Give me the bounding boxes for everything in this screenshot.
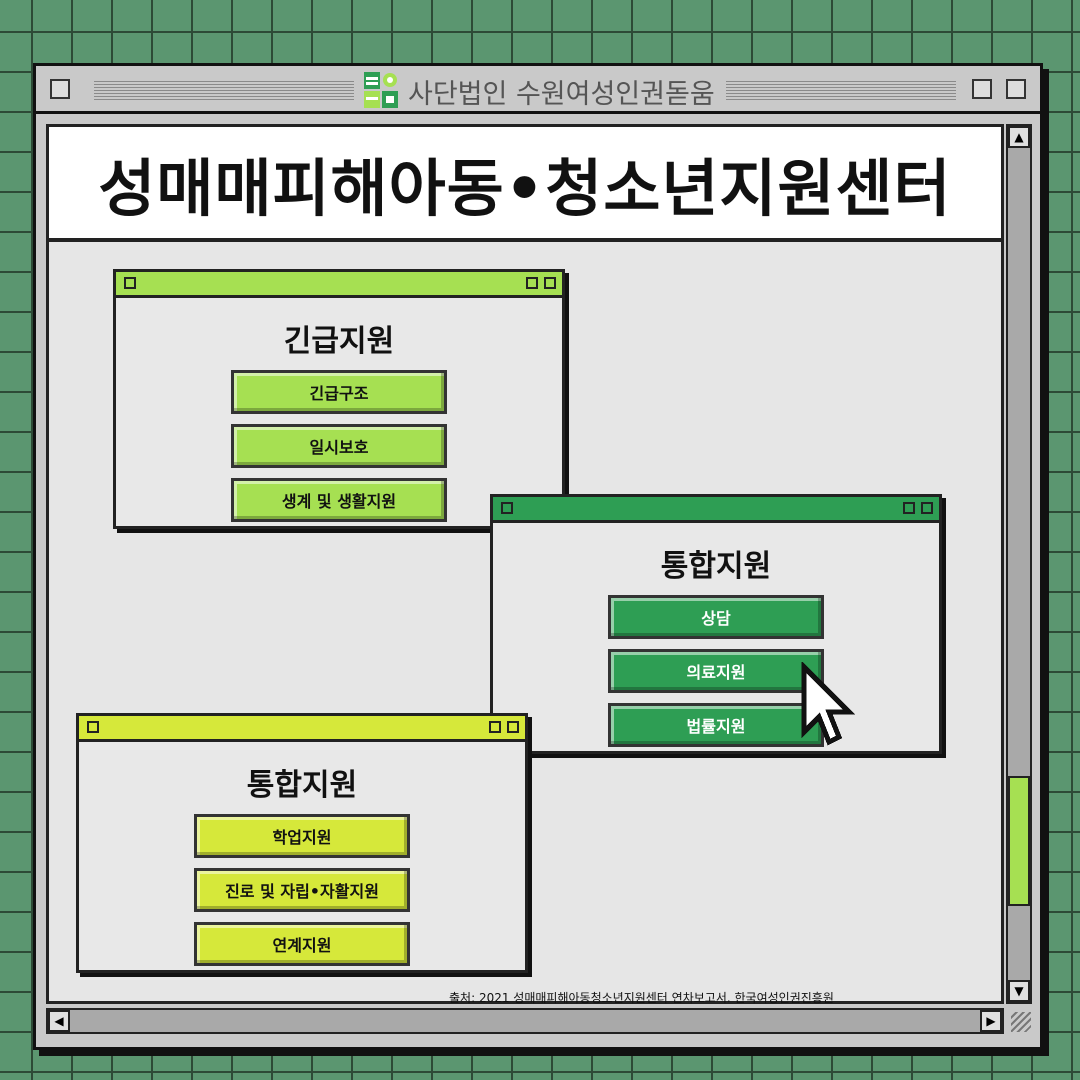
maximize-button[interactable] bbox=[526, 277, 538, 289]
title-bar[interactable]: 사단법인 수원여성인권돋움 bbox=[36, 66, 1040, 114]
page-title: 성매매피해아동•청소년지원센터 bbox=[49, 127, 1001, 242]
scroll-right-icon[interactable]: ▶ bbox=[980, 1010, 1002, 1032]
education-support-window: 통합지원 학업지원 진로 및 자립•자활지원 연계지원 bbox=[76, 713, 528, 973]
linkage-support-button[interactable]: 연계지원 bbox=[194, 922, 410, 966]
living-support-button[interactable]: 생계 및 생활지원 bbox=[231, 478, 447, 522]
window-title-bar[interactable] bbox=[79, 716, 525, 742]
vertical-scrollbar[interactable]: ▲ ▼ bbox=[1006, 124, 1032, 1004]
emergency-support-window: 긴급지원 긴급구조 일시보호 생계 및 생활지원 bbox=[113, 269, 565, 529]
collapse-button[interactable] bbox=[544, 277, 556, 289]
close-button[interactable] bbox=[124, 277, 136, 289]
horizontal-scrollbar[interactable]: ◀ ▶ bbox=[46, 1008, 1004, 1034]
cursor-icon bbox=[799, 660, 859, 756]
window-heading: 통합지원 bbox=[660, 549, 772, 584]
maximize-button[interactable] bbox=[489, 721, 501, 733]
main-window: 사단법인 수원여성인권돋움 성매매피해아동•청소년지원센터 긴급지원 긴급구조 … bbox=[33, 63, 1043, 1050]
window-title-bar[interactable] bbox=[116, 272, 562, 298]
window-title-bar[interactable] bbox=[493, 497, 939, 523]
content-area: 성매매피해아동•청소년지원센터 긴급지원 긴급구조 일시보호 생계 및 생활지원… bbox=[46, 124, 1004, 1005]
maximize-button[interactable] bbox=[972, 79, 992, 99]
collapse-button[interactable] bbox=[507, 721, 519, 733]
scroll-left-icon[interactable]: ◀ bbox=[48, 1010, 70, 1032]
career-independence-button[interactable]: 진로 및 자립•자활지원 bbox=[194, 868, 410, 912]
window-heading: 통합지원 bbox=[246, 768, 358, 803]
close-button[interactable] bbox=[501, 502, 513, 514]
close-button[interactable] bbox=[87, 721, 99, 733]
resize-grip-icon[interactable] bbox=[1011, 1012, 1031, 1032]
window-heading: 긴급지원 bbox=[283, 324, 395, 359]
legal-support-button[interactable]: 법률지원 bbox=[608, 703, 824, 747]
logo-icon bbox=[364, 72, 398, 108]
scroll-up-icon[interactable]: ▲ bbox=[1008, 126, 1030, 148]
scroll-thumb[interactable] bbox=[1008, 776, 1030, 906]
emergency-rescue-button[interactable]: 긴급구조 bbox=[231, 370, 447, 414]
maximize-button[interactable] bbox=[903, 502, 915, 514]
study-support-button[interactable]: 학업지원 bbox=[194, 814, 410, 858]
collapse-button[interactable] bbox=[1006, 79, 1026, 99]
temporary-shelter-button[interactable]: 일시보호 bbox=[231, 424, 447, 468]
collapse-button[interactable] bbox=[921, 502, 933, 514]
close-button[interactable] bbox=[50, 79, 70, 99]
window-title: 사단법인 수원여성인권돋움 bbox=[408, 79, 715, 110]
counseling-button[interactable]: 상담 bbox=[608, 595, 824, 639]
scroll-down-icon[interactable]: ▼ bbox=[1008, 980, 1030, 1002]
title-stripes bbox=[94, 79, 354, 101]
source-footer: 출처: 2021 성매매피해아동청소년지원센터 연차보고서. 한국여성인권진흥원 bbox=[449, 991, 834, 1005]
medical-support-button[interactable]: 의료지원 bbox=[608, 649, 824, 693]
integrated-support-window: 통합지원 상담 의료지원 법률지원 bbox=[490, 494, 942, 754]
title-stripes-right bbox=[726, 79, 956, 101]
